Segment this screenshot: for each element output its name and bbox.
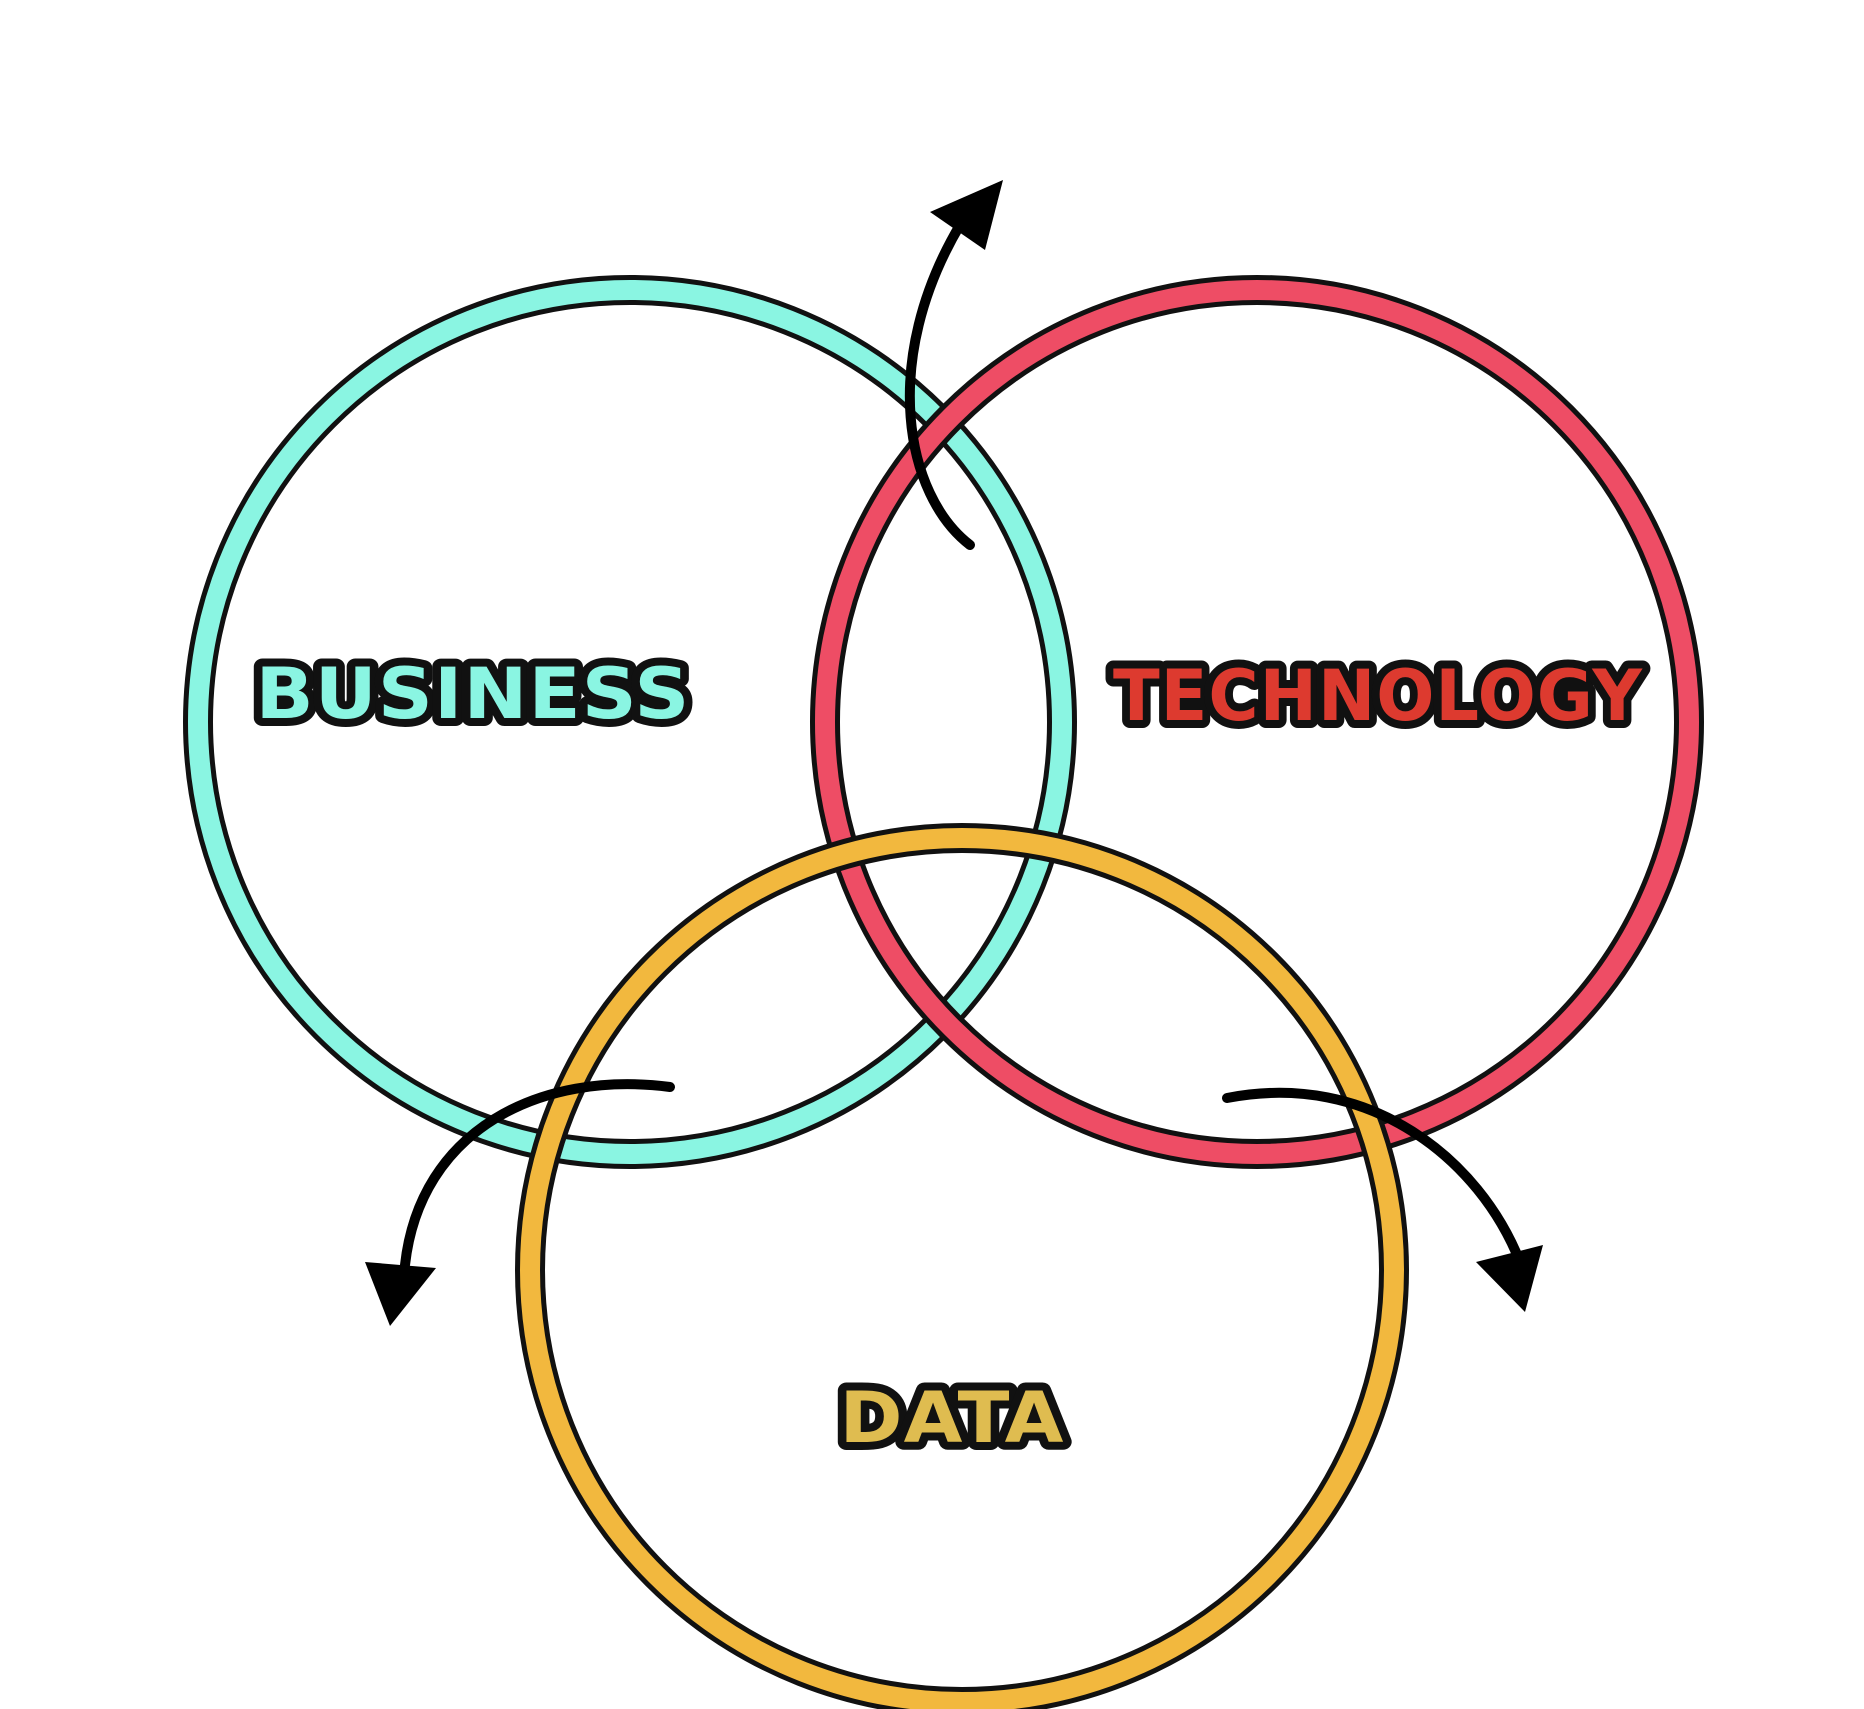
data-circle — [515, 823, 1409, 1709]
technology-ring — [815, 280, 1699, 1164]
curved-arrow-down-right-icon — [1222, 1088, 1543, 1312]
technology-circle — [810, 275, 1704, 1169]
curved-arrow-down-left-icon — [365, 1079, 675, 1326]
curved-arrow-up-icon — [904, 180, 1003, 550]
business-circle — [183, 275, 1077, 1169]
technology-label: TECHNOLOGY — [1113, 655, 1643, 737]
data-label: DATA — [840, 1377, 1065, 1459]
data-ring — [520, 828, 1404, 1709]
business-ring — [188, 280, 1072, 1164]
business-label: BUSINESS — [256, 653, 691, 735]
